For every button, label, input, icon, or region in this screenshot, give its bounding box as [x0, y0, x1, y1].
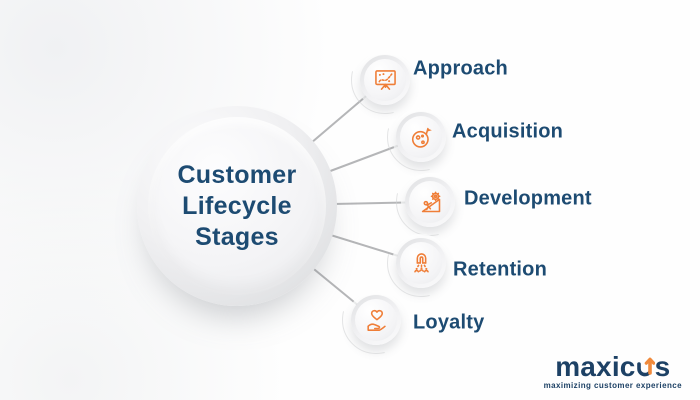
maxicus-logo: maxic s maximizing customer experience [543, 351, 682, 391]
logo-tagline: maximizing customer experience [543, 381, 682, 390]
logo-text-suffix: s [654, 351, 671, 382]
stage-label-loyalty: Loyalty [413, 311, 485, 334]
logo-u-arrow-icon [636, 357, 655, 377]
stage-node-loyalty [351, 295, 401, 345]
magnet-people-icon [413, 252, 429, 272]
title-line-2: Lifecycle [182, 191, 292, 220]
stage-node-acquisition [396, 112, 446, 162]
hub-circle: Customer Lifecycle Stages [137, 106, 337, 306]
diagram-title: Customer Lifecycle Stages [177, 160, 296, 253]
strategy-board-icon [374, 69, 396, 90]
stage-node-approach [360, 55, 410, 105]
logo-wordmark: maxic s [544, 351, 682, 382]
stage-label-retention: Retention [453, 258, 548, 281]
planet-flag-icon [411, 127, 432, 148]
stage-label-development: Development [464, 187, 592, 210]
person-pushing-gear-icon [421, 190, 440, 212]
title-line-3: Stages [195, 222, 279, 251]
stage-label-approach: Approach [413, 57, 508, 80]
stage-node-development [405, 177, 455, 227]
logo-text-prefix: maxic [555, 351, 636, 382]
title-line-1: Customer [177, 160, 297, 189]
stage-label-acquisition: Acquisition [452, 120, 564, 143]
stage-node-retention [396, 238, 446, 288]
hand-heart-icon [366, 309, 386, 331]
